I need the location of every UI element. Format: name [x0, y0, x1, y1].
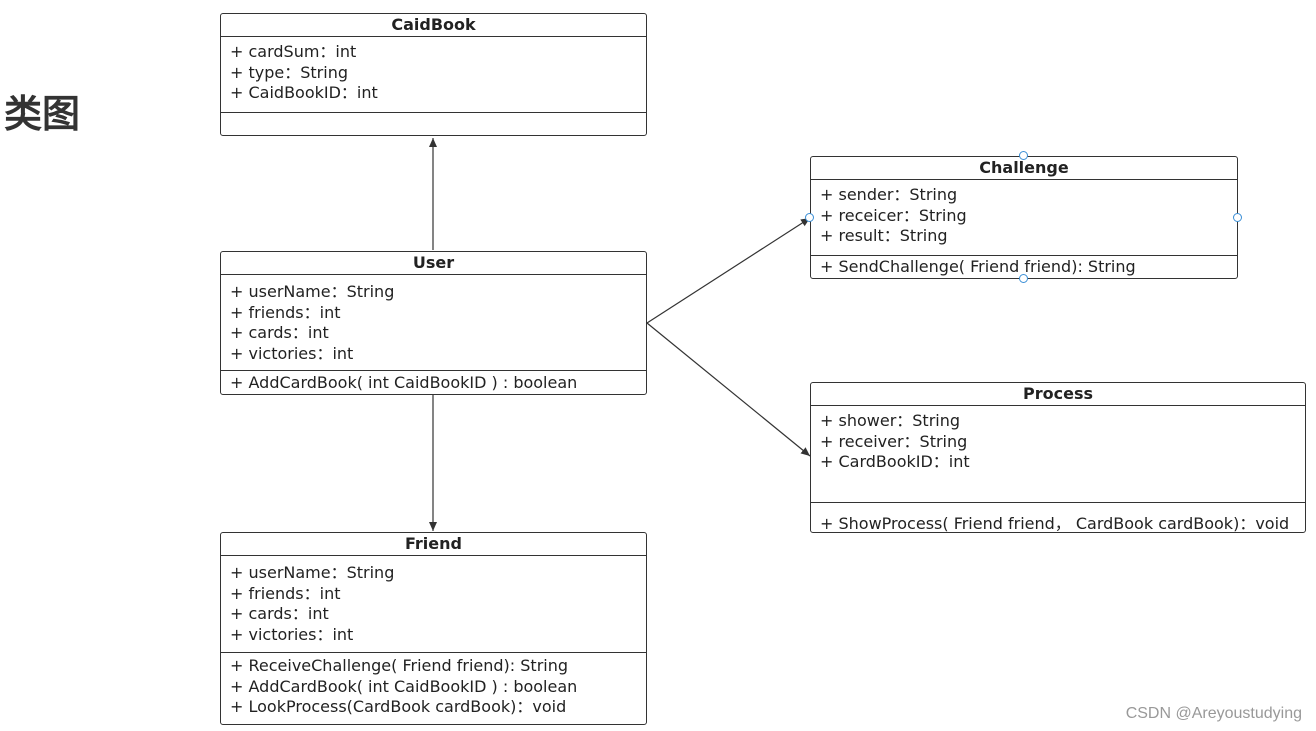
class-process[interactable]: Process + shower：String + receiver：Strin…: [810, 382, 1306, 533]
attribute: + friends：int: [230, 583, 341, 603]
class-process-methods: + ShowProcess( Friend friend， CardBook c…: [811, 503, 1305, 539]
page-heading: 类图: [4, 92, 81, 136]
class-user-attributes: + userName：String + friends：int + cards：…: [221, 275, 646, 371]
attribute: + friends：int: [230, 302, 341, 322]
attribute: + victories：int: [230, 343, 354, 363]
class-caidbook-title: CaidBook: [221, 14, 646, 37]
attribute: + receiver：String: [820, 431, 968, 451]
class-friend-methods: + ReceiveChallenge( Friend friend): Stri…: [221, 653, 646, 722]
class-process-attributes: + shower：String + receiver：String + Card…: [811, 406, 1305, 503]
class-challenge-title: Challenge: [811, 157, 1237, 180]
attribute: + result：String: [820, 226, 948, 245]
class-friend-attributes: + userName：String + friends：int + cards：…: [221, 556, 646, 653]
method: + ReceiveChallenge( Friend friend): Stri…: [230, 656, 569, 675]
attribute: + victories：int: [230, 624, 354, 644]
attribute: + receicer：String: [820, 205, 967, 225]
attribute: + CaidBookID：int: [230, 83, 378, 102]
attribute: + cardSum：int: [230, 42, 357, 61]
selection-handle-left[interactable]: [805, 213, 814, 222]
class-challenge-methods: + SendChallenge( Friend friend): String: [811, 256, 1237, 282]
method: + LookProcess(CardBook cardBook)：void: [230, 697, 567, 716]
class-challenge-attributes: + sender：String + receicer：String + resu…: [811, 180, 1237, 256]
watermark: CSDN @Areyoustudying: [1125, 705, 1302, 722]
class-caidbook-attributes: + cardSum：int + type：String + CaidBookID…: [221, 37, 646, 113]
class-caidbook-methods: [221, 113, 646, 119]
method: + AddCardBook( int CaidBookID ) : boolea…: [230, 373, 578, 392]
method: + AddCardBook( int CaidBookID ) : boolea…: [230, 676, 578, 696]
attribute: + userName：String: [230, 563, 395, 582]
association-user-challenge[interactable]: [646, 217, 811, 324]
class-user-methods: + AddCardBook( int CaidBookID ) : boolea…: [221, 371, 646, 398]
class-challenge[interactable]: Challenge + sender：String + receicer：Str…: [810, 156, 1238, 279]
method: + SendChallenge( Friend friend): String: [820, 257, 1136, 276]
class-friend[interactable]: Friend + userName：String + friends：int +…: [220, 532, 647, 725]
selection-handle-right[interactable]: [1233, 213, 1242, 222]
selection-handle-top[interactable]: [1019, 151, 1028, 160]
attribute: + sender：String: [820, 185, 958, 204]
attribute: + cards：int: [230, 604, 329, 623]
attribute: + cards：int: [230, 323, 329, 342]
class-process-title: Process: [811, 383, 1305, 406]
association-user-process[interactable]: [646, 322, 811, 457]
attribute: + type：String: [230, 62, 348, 82]
attribute: + userName：String: [230, 282, 395, 301]
class-user[interactable]: User + userName：String + friends：int + c…: [220, 251, 647, 395]
attribute: + shower：String: [820, 411, 961, 430]
class-user-title: User: [221, 252, 646, 275]
class-caidbook[interactable]: CaidBook + cardSum：int + type：String + C…: [220, 13, 647, 136]
selection-handle-bottom[interactable]: [1019, 274, 1028, 283]
method: + ShowProcess( Friend friend， CardBook c…: [820, 514, 1290, 533]
class-friend-title: Friend: [221, 533, 646, 556]
attribute: + CardBookID：int: [820, 452, 970, 471]
